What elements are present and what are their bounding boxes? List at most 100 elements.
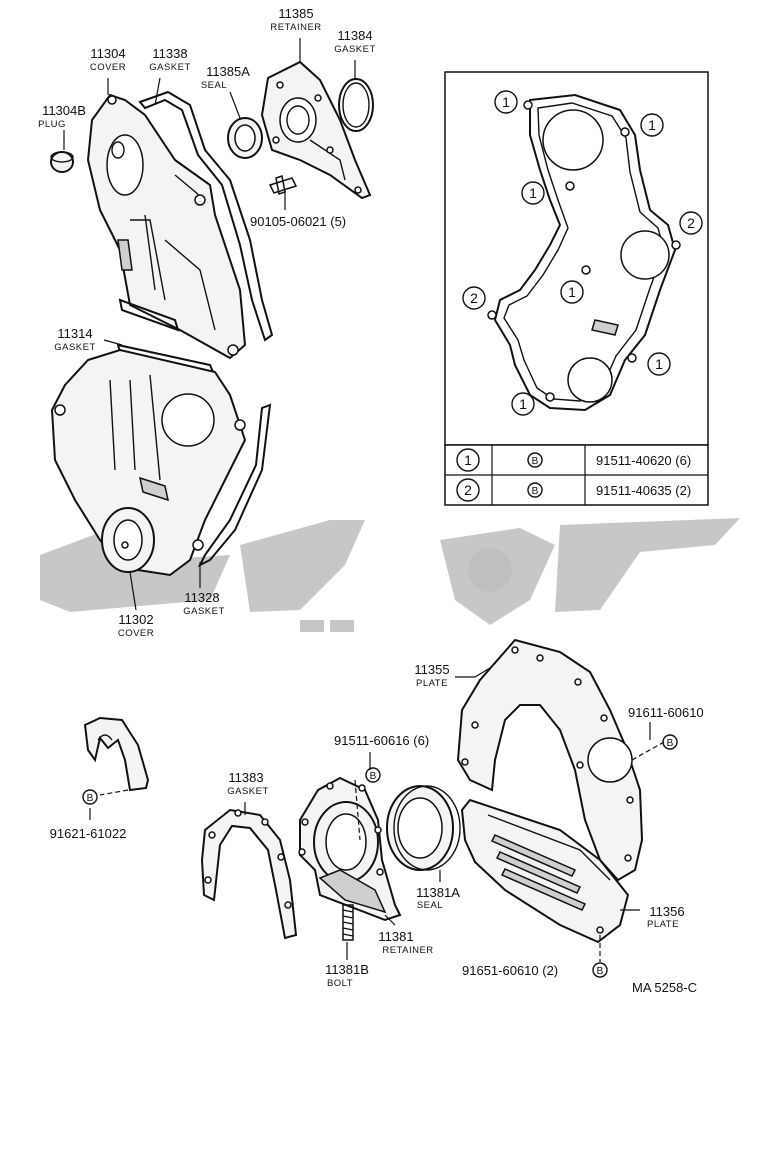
callout-11338: 11338 GASKET xyxy=(149,46,191,73)
svg-text:1: 1 xyxy=(519,396,527,412)
callout-91611-60610: 91611-60610 xyxy=(628,705,704,720)
svg-text:SEAL: SEAL xyxy=(417,900,443,911)
svg-text:GASKET: GASKET xyxy=(149,62,191,73)
legend-table: 1 B 91511-40620 (6) 2 B 91511-40635 (2) xyxy=(444,444,709,506)
svg-text:11304: 11304 xyxy=(90,46,125,61)
seal-11381A-drawing xyxy=(386,785,461,871)
gasket-11384-drawing xyxy=(338,78,374,132)
fastener-symbols: B B B B xyxy=(82,734,678,978)
svg-text:B: B xyxy=(532,456,539,467)
svg-text:11302: 11302 xyxy=(118,612,153,627)
drawing-code: MA 5258-C xyxy=(632,980,697,995)
svg-text:11328: 11328 xyxy=(184,590,219,605)
callout-91651-60610: 91651-60610 (2) xyxy=(462,963,558,978)
svg-text:B: B xyxy=(667,738,674,749)
svg-text:11384: 11384 xyxy=(337,28,372,43)
svg-text:COVER: COVER xyxy=(118,628,154,639)
svg-text:11385: 11385 xyxy=(278,6,313,21)
svg-text:GASKET: GASKET xyxy=(227,786,269,797)
svg-text:1: 1 xyxy=(502,94,510,110)
inset-marker-2: 2 xyxy=(679,211,703,235)
callout-11381: 11381 RETAINER xyxy=(378,929,433,956)
svg-text:11381: 11381 xyxy=(378,929,413,944)
plug-11304B-drawing xyxy=(50,151,74,173)
bracket-drawing xyxy=(83,716,150,796)
svg-text:1: 1 xyxy=(464,452,472,468)
bolt-90105-drawing xyxy=(268,175,298,195)
svg-text:11356: 11356 xyxy=(649,904,684,919)
inset-marker-1: 1 xyxy=(647,352,671,376)
inset-marker-1: 1 xyxy=(494,90,518,114)
callout-11302: 11302 COVER xyxy=(118,612,154,639)
svg-text:91621-61022: 91621-61022 xyxy=(50,826,127,841)
cover-11302-drawing xyxy=(50,348,247,577)
callout-11304: 11304 COVER xyxy=(90,46,126,73)
inset-box: 1 1 1 2 1 2 1 1 xyxy=(444,71,709,446)
bolt-11381B-drawing xyxy=(342,904,354,941)
callout-91511-60616: 91511-60616 (6) xyxy=(334,733,429,748)
callout-11383: 11383 GASKET xyxy=(227,770,269,797)
svg-text:GASKET: GASKET xyxy=(183,606,225,617)
lead-lines xyxy=(63,38,651,960)
svg-text:COVER: COVER xyxy=(90,62,126,73)
gasket-11338-drawing xyxy=(138,90,274,342)
svg-text:GASKET: GASKET xyxy=(334,44,376,55)
svg-text:B: B xyxy=(532,486,539,497)
svg-text:11381B: 11381B xyxy=(325,962,369,977)
svg-text:PLATE: PLATE xyxy=(416,678,448,689)
svg-text:11385A: 11385A xyxy=(206,64,250,79)
svg-text:2: 2 xyxy=(687,215,695,231)
svg-text:PLATE: PLATE xyxy=(647,919,679,930)
svg-text:91651-60610 (2): 91651-60610 (2) xyxy=(462,963,558,978)
callout-11328: 11328 GASKET xyxy=(183,590,225,617)
svg-text:RETAINER: RETAINER xyxy=(270,22,321,33)
svg-text:11314: 11314 xyxy=(57,326,92,341)
svg-text:2: 2 xyxy=(464,482,472,498)
seal-11385A-drawing xyxy=(227,117,263,159)
callout-11384: 11384 GASKET xyxy=(334,28,376,55)
svg-text:BOLT: BOLT xyxy=(327,978,353,989)
retainer-11385-drawing xyxy=(260,60,372,200)
svg-text:11304B: 11304B xyxy=(42,103,86,118)
callout-11304B: 11304B PLUG xyxy=(38,103,86,130)
svg-text:GASKET: GASKET xyxy=(54,342,96,353)
inset-marker-1: 1 xyxy=(560,280,584,304)
callout-11355: 11355 PLATE xyxy=(414,662,449,689)
cover-11304-drawing xyxy=(86,93,247,360)
gasket-11383-drawing xyxy=(200,808,298,940)
inset-marker-1: 1 xyxy=(521,181,545,205)
svg-text:11338: 11338 xyxy=(152,46,187,61)
svg-text:90105-06021 (5): 90105-06021 (5) xyxy=(250,214,346,229)
svg-text:B: B xyxy=(597,966,604,977)
plate-11356-drawing xyxy=(460,798,630,962)
svg-text:11381A: 11381A xyxy=(416,885,460,900)
inset-marker-1: 1 xyxy=(511,392,535,416)
svg-text:SEAL: SEAL xyxy=(201,80,227,91)
svg-text:1: 1 xyxy=(655,356,663,372)
svg-text:91511-40620 (6): 91511-40620 (6) xyxy=(596,453,691,468)
svg-text:91511-60616 (6): 91511-60616 (6) xyxy=(334,733,429,748)
inset-marker-2: 2 xyxy=(462,286,486,310)
svg-text:91511-40635 (2): 91511-40635 (2) xyxy=(596,483,691,498)
legend-row: 1 B 91511-40620 (6) xyxy=(456,448,691,472)
callout-11356: 11356 PLATE xyxy=(647,904,685,930)
legend-row: 2 B 91511-40635 (2) xyxy=(456,478,691,502)
callout-11314: 11314 GASKET xyxy=(54,326,96,353)
svg-text:B: B xyxy=(87,793,94,804)
gasket-11328-drawing xyxy=(197,403,272,568)
callout-11385: 11385 RETAINER xyxy=(270,6,321,33)
svg-text:1: 1 xyxy=(568,284,576,300)
callout-11381B: 11381B BOLT xyxy=(325,962,369,989)
svg-text:RETAINER: RETAINER xyxy=(382,945,433,956)
callout-90105-06021: 90105-06021 (5) xyxy=(250,214,346,229)
inset-marker-1: 1 xyxy=(640,113,664,137)
svg-text:PLUG: PLUG xyxy=(38,119,66,130)
svg-text:1: 1 xyxy=(529,185,537,201)
retainer-11381-drawing xyxy=(298,776,402,922)
svg-text:MA 5258-C: MA 5258-C xyxy=(632,980,697,995)
callout-11381A: 11381A SEAL xyxy=(416,885,460,911)
watermark-logo xyxy=(40,518,740,632)
svg-text:91611-60610: 91611-60610 xyxy=(628,705,704,720)
svg-text:B: B xyxy=(370,771,377,782)
